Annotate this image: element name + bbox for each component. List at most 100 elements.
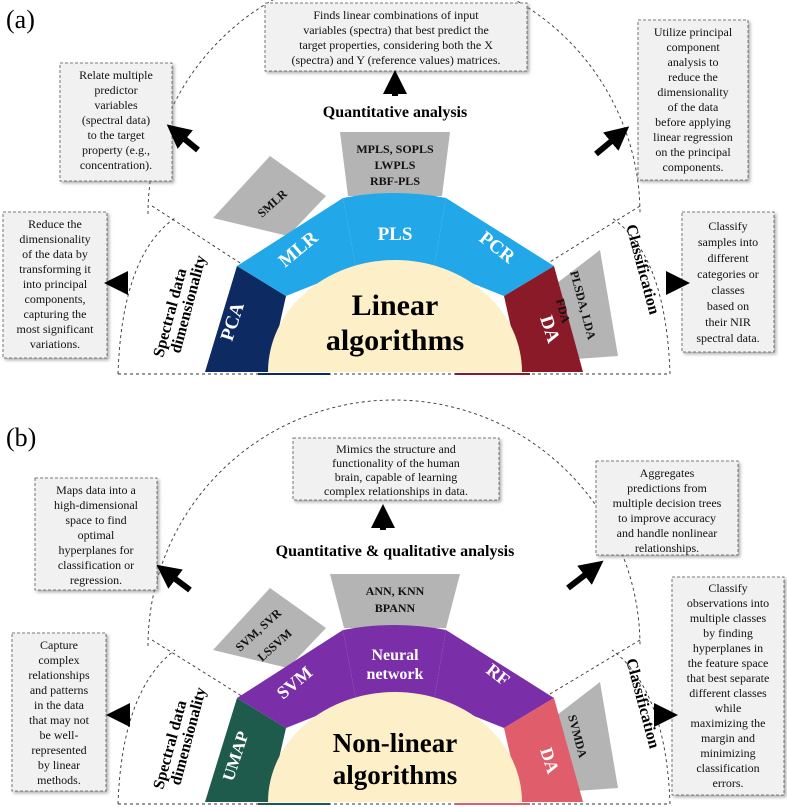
text-line: Maps data into a [56,483,136,497]
text-line: dimensionality [657,85,728,99]
text-line: Aggregates [640,466,695,480]
text-line: classification or [58,558,134,572]
segment-da-b [504,698,583,802]
text-line: components. [663,160,724,174]
panel-a-sep-right [539,205,641,269]
panel-b-box-right-lower [671,576,785,796]
text-line: on the principal [655,145,731,159]
text-line: most significant [17,322,95,336]
text-line: property (e.g., [82,143,150,157]
label-pls-variant-3: RBF-PLS [370,174,420,188]
panel-a-box-top-line4: (spectra) and Y (reference values) matri… [292,53,501,67]
text-line: while [715,701,742,715]
panel-b-sep-left [151,639,249,701]
panel-a-box-right-lower-text: Classify samples into different categori… [696,219,759,345]
panel-b-center-line1: Non-linear [333,728,458,758]
text-line: represented [31,743,86,757]
text-line: linear regression [653,130,733,144]
panel-b-center-line2: algorithms [333,760,458,790]
panel-a-right-arc [611,217,671,375]
panel-b-right-arc [611,649,671,805]
panel-a-box-right-upper-text: Utilize principal component analysis to … [653,25,733,174]
panel-a-box-top-line1: Finds linear combinations of input [313,8,479,22]
text-line: hyperplanes in [693,641,763,655]
segment-pca [205,266,286,372]
text-line: spectral data. [696,331,759,345]
text-line: variations. [30,337,80,351]
text-line: to the target [87,128,145,142]
panel-b-gray-svm [213,588,326,668]
text-line: categories or [697,267,759,281]
text-line: dimensionality [19,232,90,246]
text-line: reduce the [668,70,718,84]
text-line: of the data by [22,247,88,261]
text-line: concentration). [80,158,152,172]
text-line: errors. [713,776,744,790]
text-line: high-dimensional [54,498,139,512]
text-line: capturing the [24,307,87,321]
segment-mlr [237,198,356,296]
text-line: different [707,251,749,265]
label-nn-line2: network [367,666,424,683]
panel-b-box-left-upper [34,477,158,591]
text-line: before applying [655,115,731,129]
panel-a-arrow-left-upper [166,124,200,153]
panel-a-box-left-lower-text: Reduce the dimensionality of the data by… [17,217,95,351]
text-line: hyperplanes for [59,543,134,557]
text-line: to improve accuracy [618,511,716,525]
panel-a-box-top-line2: variables (spectra) that best predict th… [303,23,489,37]
text-line: maximizing the [691,716,766,730]
segment-pcr [434,198,554,296]
text-line: regression. [70,573,122,587]
panel-b-box-left-lower [11,632,107,792]
text-line: the feature space [688,656,769,670]
text-line: component [666,40,720,54]
panel-b-box-top [292,437,500,501]
text-line: minimizing [700,746,755,760]
panel-b-right-side-label: Classification [622,657,662,751]
text-line: (spectral data) [82,113,150,127]
label-pls-variant-2: LWPLS [375,158,416,172]
text-line: and patterns [30,683,89,697]
panel-b-title: Quantitative & qualitative analysis [276,543,515,560]
panel-a-center [268,260,522,372]
segment-pls [343,193,446,268]
panel-a-box-right-lower [681,211,775,353]
panel-a-box-left-upper [59,62,173,182]
panel-b-sep-right [539,639,641,701]
text-line: Utilize principal [654,25,733,39]
panel-b-box-top-line4: complex relationships in data. [324,484,468,498]
text-line: into principal [23,277,88,291]
panel-b-arrow-right-upper [566,560,604,591]
text-line: methods. [37,773,81,787]
panel-a: (a) PCA MLR PLS PCR DA SMLR MPLS, SOPLS … [2,0,775,375]
text-line: analysis to [668,55,719,69]
text-line: complex [38,653,79,667]
panel-a-left-arc [117,217,176,375]
text-line: relationships. [635,541,699,555]
panel-b-gray-ann [330,574,460,628]
text-line: Capture [40,638,78,652]
panel-b-outer-arc [147,399,641,647]
label-pls: PLS [378,224,413,245]
segment-rf [434,630,554,728]
panel-b-left-arc [117,649,176,805]
text-line: predictions from [627,481,707,495]
text-line: Classify [708,219,747,233]
text-line: relationships [28,668,90,682]
segment-da [504,266,583,372]
text-line: classes [711,283,745,297]
text-line: their NIR [705,315,751,329]
panel-a-gray-pls [340,132,450,196]
text-line: by finding [703,626,753,640]
panel-a-right-side-label: Classification [622,223,662,317]
text-line: predictor [94,83,137,97]
text-line: and handle nonlinear [617,526,718,540]
panel-b-center [268,692,522,802]
panel-b-box-right-upper [595,460,739,556]
panel-a-title: Quantitative analysis [323,104,467,121]
text-line: in the data [34,698,85,712]
text-line: that best separate [687,671,770,685]
panel-a-box-left-lower [2,211,108,359]
